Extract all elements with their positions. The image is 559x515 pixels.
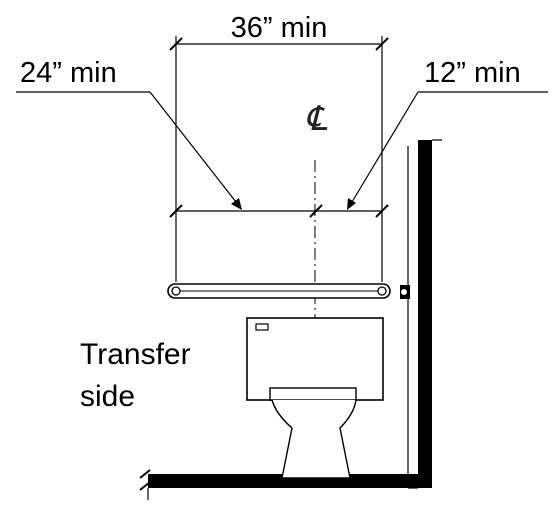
left-dimension: 24” min [16, 57, 242, 210]
wall [139, 139, 442, 500]
right-leader-arrowhead [347, 198, 356, 210]
grab-bar-icon [167, 283, 391, 299]
transfer-label-line2: side [80, 380, 135, 413]
flush-handle-icon [255, 323, 269, 331]
overall-dimension-label: 36” min [231, 12, 328, 44]
toilet-paper-dispenser-icon [400, 285, 410, 299]
left-leader-arrowhead [231, 198, 242, 210]
split-dimension [169, 204, 389, 218]
overall-dimension: 36” min [169, 12, 389, 282]
centerline-symbol-icon: ℄ [305, 99, 328, 139]
left-dimension-label: 24” min [20, 57, 117, 89]
toilet-icon [246, 317, 384, 479]
right-dimension: 12” min [347, 57, 548, 210]
transfer-label-line1: Transfer [80, 338, 191, 371]
right-dimension-label: 12” min [424, 57, 521, 89]
transfer-side-label: Transfer side [80, 338, 191, 413]
